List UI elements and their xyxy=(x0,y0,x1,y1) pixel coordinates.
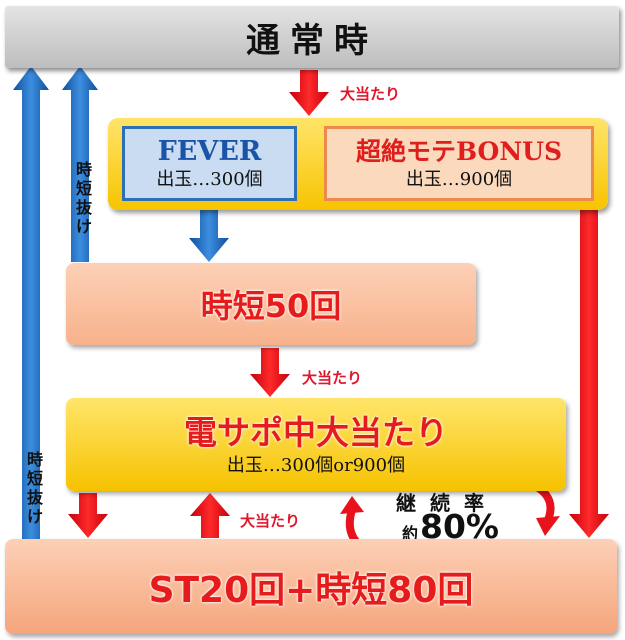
fever-title: FEVER xyxy=(157,135,262,167)
bonus-payout: 出玉…900個 xyxy=(405,168,513,190)
bonus-box: 超絶モテBONUS 出玉…900個 xyxy=(324,126,594,201)
normal-state-box: 通常時 xyxy=(5,6,619,68)
jackpot-label-bottom: 大当たり xyxy=(240,512,301,530)
exit-label-left: 時短抜け xyxy=(26,450,43,526)
bonus-title: 超絶モテBONUS xyxy=(355,136,563,166)
st-label: ST20回+時短80回 xyxy=(148,569,474,611)
jackpot-label-top: 大当たり xyxy=(340,85,401,103)
blue-arrow-left xyxy=(13,66,49,542)
st-box: ST20回+時短80回 xyxy=(5,539,617,634)
densa-payout: 出玉…300個or900個 xyxy=(226,454,406,476)
continuation-prefix: 約 xyxy=(402,524,419,543)
curved-arrowhead-top xyxy=(536,516,560,536)
jitan50-label: 時短50回 xyxy=(200,287,342,325)
blue-arrow-second xyxy=(62,66,98,262)
jitan50-box: 時短50回 xyxy=(66,263,476,345)
fever-box: FEVER 出玉…300個 xyxy=(122,126,297,201)
red-arrow-densa-down xyxy=(68,493,108,538)
curved-arrowhead-bottom xyxy=(340,496,364,514)
continuation-label: 継続率 xyxy=(396,491,498,515)
jackpot-label-middle: 大当たり xyxy=(302,369,363,387)
red-arrow-jackpot xyxy=(289,70,329,116)
fever-payout: 出玉…300個 xyxy=(156,168,263,190)
blue-arrow-fever-down xyxy=(189,202,229,262)
densa-title: 電サポ中大当たり xyxy=(184,412,448,452)
normal-state-label: 通常時 xyxy=(246,20,378,61)
red-arrow-bonus-down xyxy=(569,203,609,538)
densa-box: 電サポ中大当たり 出玉…300個or900個 xyxy=(66,398,566,491)
red-arrow-jitan-down xyxy=(250,348,290,397)
exit-label-right: 時短抜け xyxy=(75,160,92,236)
red-arrow-st-up xyxy=(190,493,230,538)
